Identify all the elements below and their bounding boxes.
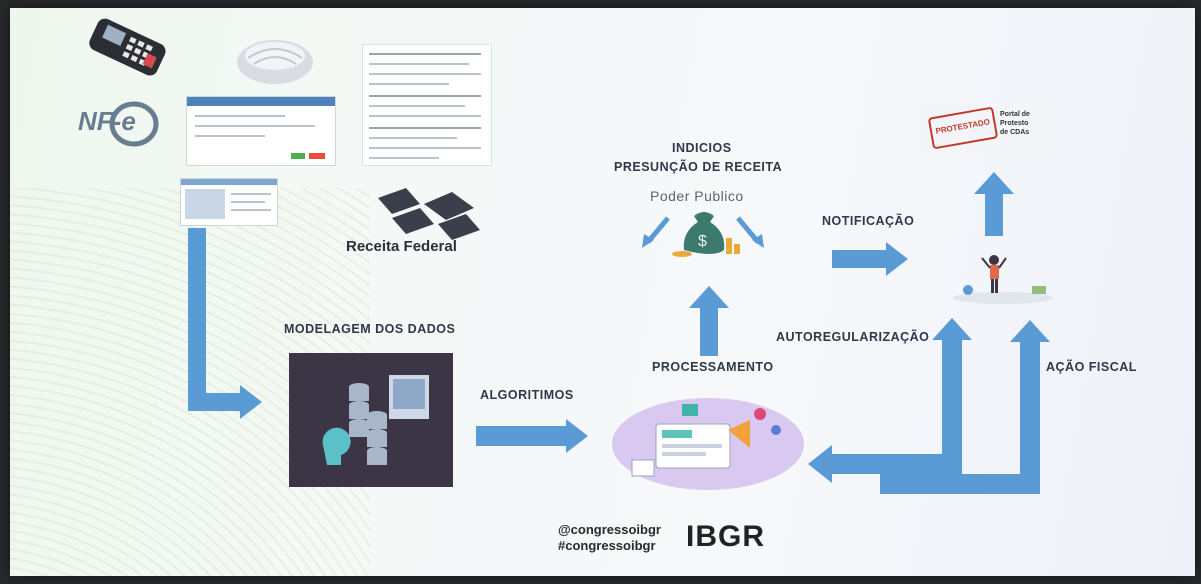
notificacao-label: NOTIFICAÇÃO xyxy=(822,214,915,228)
processamento-up-head xyxy=(689,286,729,308)
tax-document-image xyxy=(362,44,492,166)
taxpayer-illustration xyxy=(948,244,1058,306)
svg-text:$: $ xyxy=(698,233,707,250)
acao-fiscal-up-head xyxy=(1010,320,1050,342)
acao-fiscal-base xyxy=(880,474,1040,494)
portal-line1: Portal de xyxy=(1000,111,1030,118)
processamento-label: PROCESSAMENTO xyxy=(652,360,774,374)
algoritmos-arrow-shaft xyxy=(476,426,566,446)
autoreg-up-shaft xyxy=(942,340,962,474)
acao-fiscal-label: AÇÃO FISCAL xyxy=(1046,360,1137,374)
flow-arrow-right xyxy=(188,393,240,411)
social-handles: @congressoibgr #congressoibgr xyxy=(558,522,661,554)
ibgr-logo: IBGR xyxy=(686,520,765,553)
indicios-label-line2: PRESUNÇÃO DE RECEITA xyxy=(614,160,783,174)
portal-up-head xyxy=(974,172,1014,194)
receita-federal-logo-icon xyxy=(348,186,488,246)
portal-line3: de CDAs xyxy=(1000,129,1030,136)
autoregularizacao-label: AUTOREGULARIZAÇÃO xyxy=(776,330,930,344)
data-modeling-image xyxy=(289,353,453,487)
form-screenshot xyxy=(186,96,336,166)
nfe-logo: NF-e xyxy=(68,94,168,152)
hashtag-text: #congressoibgr xyxy=(558,538,656,553)
processing-image xyxy=(608,390,804,492)
presentation-slide: NF-e xyxy=(10,8,1195,576)
return-arrow-head xyxy=(808,445,832,483)
indicios-label-line1: INDICIOS xyxy=(672,141,732,155)
protestado-stamp-text: PROTESTADO xyxy=(934,117,991,136)
notificacao-arrow-shaft xyxy=(832,250,886,268)
notificacao-arrow-head xyxy=(886,242,908,276)
modelagem-label: MODELAGEM DOS DADOS xyxy=(284,322,456,336)
card-machine-image xyxy=(78,16,176,80)
protestado-stamp: PROTESTADO xyxy=(927,106,999,150)
algoritmos-arrow-head xyxy=(566,419,588,453)
money-bag-icon: $ xyxy=(638,204,768,262)
portal-protesto-logo: PROTESTADO Portal de Protesto de CDAs xyxy=(920,100,1060,156)
poder-publico-label: Poder Publico xyxy=(650,188,744,204)
return-arrow-shaft xyxy=(832,454,962,474)
system-screenshot xyxy=(180,178,278,226)
flow-arrow-down xyxy=(188,228,206,410)
portal-up-shaft xyxy=(985,194,1003,236)
algoritmos-label: ALGORITIMOS xyxy=(480,388,574,402)
processamento-up-shaft xyxy=(700,308,718,356)
nfe-logo-text: NF-e xyxy=(78,106,136,136)
receita-federal-label: Receita Federal xyxy=(346,238,457,255)
device-image xyxy=(234,34,316,88)
autoreg-up-head xyxy=(932,318,972,340)
handle-text: @congressoibgr xyxy=(558,522,661,537)
portal-line2: Protesto xyxy=(1000,120,1029,127)
acao-fiscal-up-shaft xyxy=(1020,342,1040,494)
flow-arrow-head xyxy=(240,385,262,419)
